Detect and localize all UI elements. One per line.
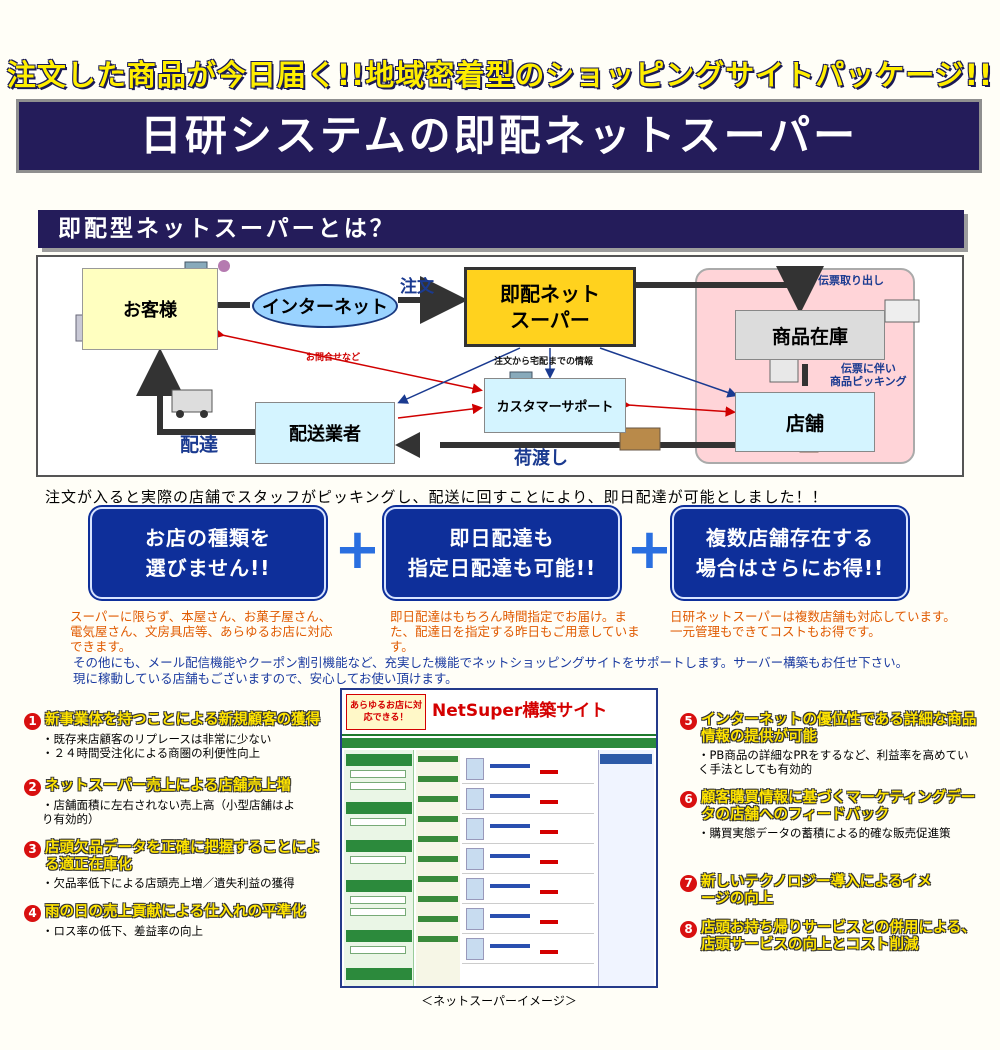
feature-box-delivery: 即日配達も指定日配達も可能!!: [384, 507, 620, 599]
sidebar-block: [346, 754, 412, 766]
extra-note: その他にも、メール配信機能やクーポン割引機能など、充実した機能でネットショッピン…: [73, 655, 909, 686]
sidebar-block: [346, 802, 412, 814]
label-picking: 伝票に伴い商品ピッキング: [830, 362, 907, 388]
label-order: 注文: [400, 277, 434, 297]
benefit-number: 8: [680, 921, 697, 938]
plus-sign: +: [334, 517, 381, 582]
product-row: [462, 876, 594, 904]
node-customer-support: カスタマーサポート: [484, 378, 626, 433]
label-handover: 荷渡し: [514, 448, 568, 469]
feature-desc-1: スーパーに限らず、本屋さん、お菓子屋さん、電気屋さん、文房具店等、あらゆるお店に…: [70, 609, 333, 654]
product-row: [462, 906, 594, 934]
node-stock: 商品在庫: [735, 310, 885, 360]
sidebar-block: [346, 880, 412, 892]
product-row: [462, 786, 594, 814]
benefit-number: 4: [24, 905, 41, 922]
product-row: [462, 756, 594, 784]
feature-desc-2: 即日配達はもちろん時間指定でお届け。また、配達日を指定する昨日もご用意しています…: [390, 609, 640, 654]
screenshot-categories: [416, 750, 460, 986]
label-delivery: 配達: [180, 434, 219, 456]
node-net-supermarket: 即配ネットスーパー: [464, 267, 636, 347]
node-customer: お客様: [82, 268, 218, 350]
benefit-number: 6: [680, 791, 697, 808]
section-title: 即配型ネットスーパーとは？: [58, 216, 396, 242]
benefit-number: 3: [24, 841, 41, 858]
label-inquiry: お問合せなど: [306, 353, 361, 363]
screenshot-title: NetSuper構築サイト: [432, 701, 608, 721]
node-internet: インターネット: [252, 284, 398, 328]
page-title: 日研システムの即配ネットスーパー: [139, 111, 859, 160]
node-store: 店舗: [735, 392, 875, 452]
plus-sign: +: [626, 517, 673, 582]
sidebar-block: [346, 968, 412, 980]
node-shop-line1: 即配ネット: [500, 282, 600, 306]
benefit-number: 7: [680, 875, 697, 892]
feature-box-store-types: お店の種類を選びません!!: [90, 507, 326, 599]
feature-desc-3: 日研ネットスーパーは複数店舗も対応しています。一元管理もできてコストもお得です。: [670, 609, 956, 639]
node-shop-line2: スーパー: [510, 308, 590, 332]
product-row: [462, 816, 594, 844]
benefit-number: 1: [24, 713, 41, 730]
product-row: [462, 936, 594, 964]
section-banner: [38, 210, 964, 248]
sidebar-block: [346, 840, 412, 852]
product-row: [462, 846, 594, 874]
label-info: 注文から宅配までの情報: [494, 357, 594, 367]
benefit-number: 5: [680, 713, 697, 730]
cart-block: [600, 754, 652, 764]
screenshot-nav-bar: [342, 738, 656, 748]
benefit-number: 2: [24, 779, 41, 796]
feature-box-multi-store: 複数店舗存在する場合はさらにお得!!: [672, 507, 908, 599]
catch-copy: 注文した商品が今日届く!!地域密着型のショッピングサイトパッケージ!!: [6, 58, 994, 92]
screenshot-cart-panel: [598, 750, 654, 986]
title-banner: [16, 99, 982, 173]
sidebar-block: [346, 930, 412, 942]
node-delivery-company: 配送業者: [255, 402, 395, 464]
screenshot-caption: ＜ネットスーパーイメージ＞: [421, 994, 577, 1008]
screenshot-logo: あらゆるお店に対応できる！: [346, 694, 426, 730]
label-slip: 伝票取り出し: [818, 274, 884, 287]
summary-text: 注文が入ると実際の店舗でスタッフがピッキングし、配送に回すことにより、即日配達が…: [45, 488, 828, 506]
